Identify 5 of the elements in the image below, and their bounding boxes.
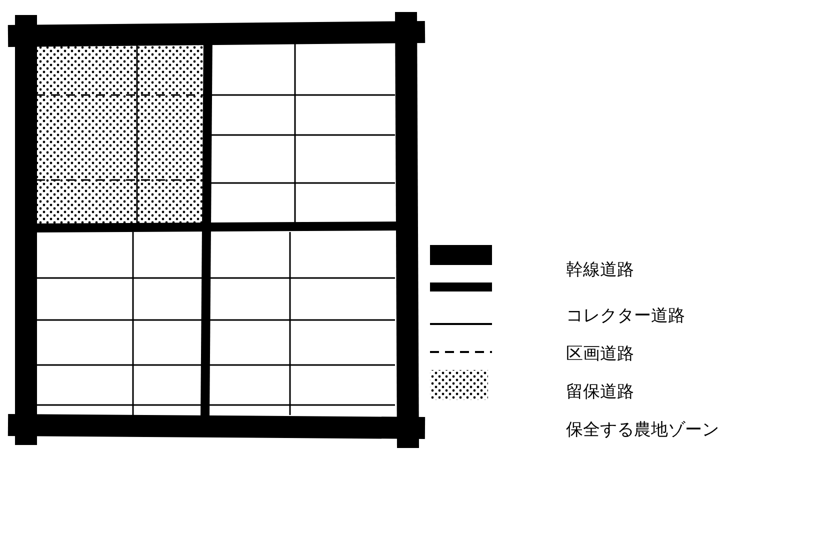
legend-text: 留保道路 xyxy=(566,382,634,402)
legend-text: 区画道路 xyxy=(566,344,634,364)
legend-text: コレクター道路 xyxy=(566,306,685,326)
legend-text: 幹線道路 xyxy=(566,260,634,280)
legend-text: 保全する農地ゾーン xyxy=(566,420,719,440)
